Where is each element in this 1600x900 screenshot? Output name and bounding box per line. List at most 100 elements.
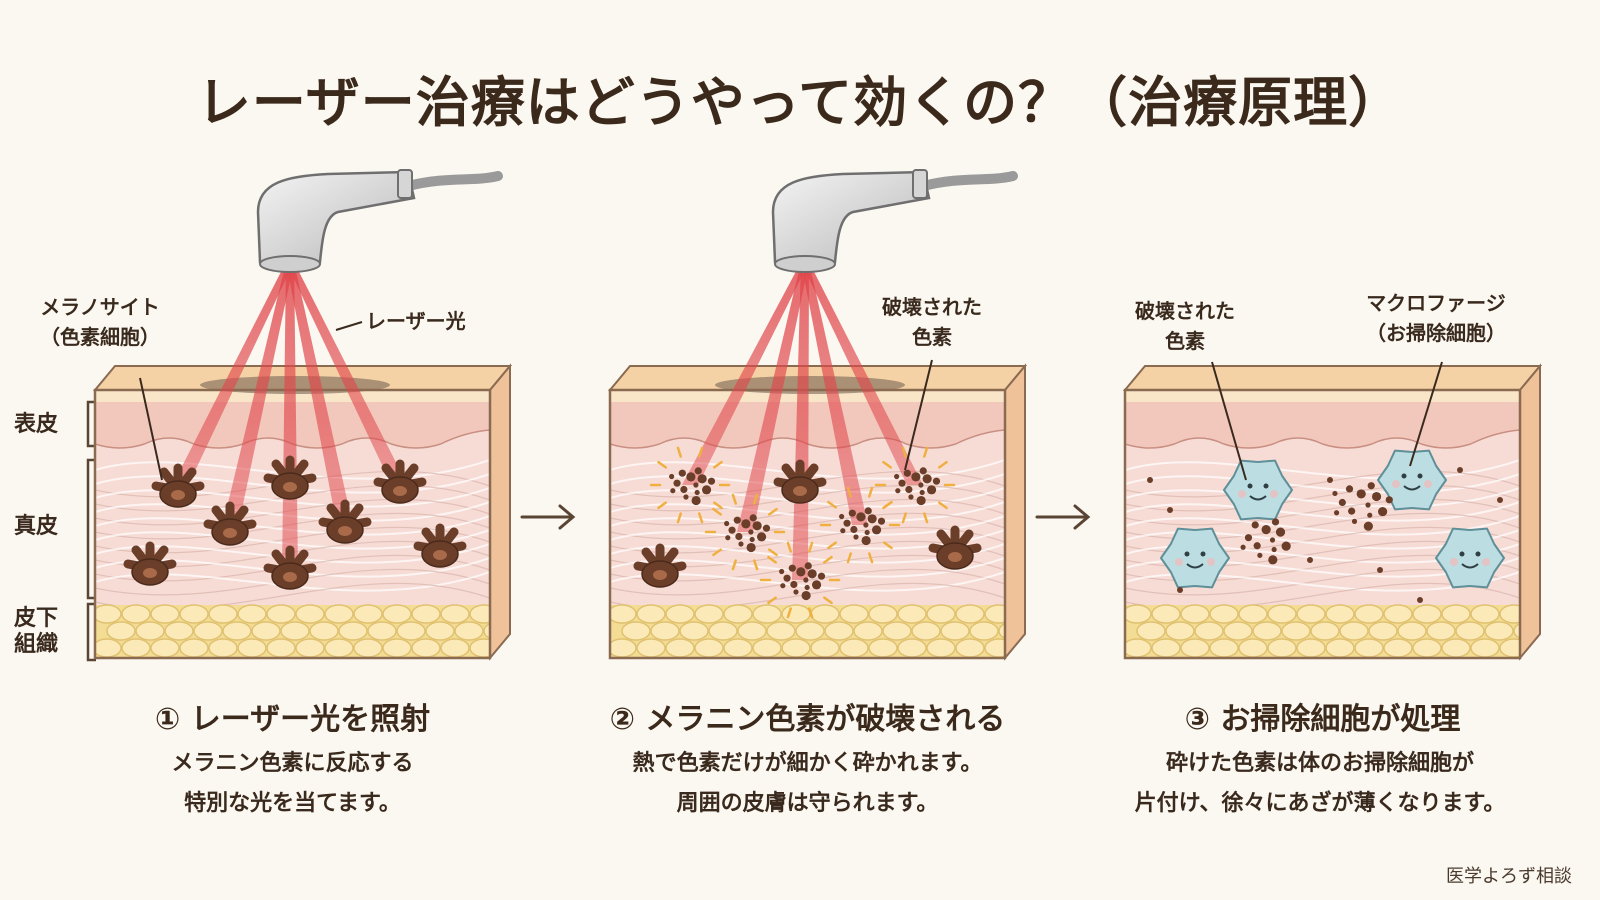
pigment-fragment bbox=[895, 488, 901, 494]
pigment-fragment bbox=[919, 467, 927, 475]
heat-spark bbox=[698, 446, 704, 458]
pigment-fragment bbox=[867, 514, 877, 524]
pigment-fragment bbox=[1377, 567, 1383, 573]
pigment-fragment bbox=[807, 569, 817, 579]
collagen-fiber bbox=[610, 498, 1005, 526]
pigment-fragment bbox=[850, 525, 858, 534]
pigment-fragment bbox=[1167, 507, 1173, 513]
fat-cell bbox=[382, 638, 412, 658]
fat-cell bbox=[1151, 638, 1181, 658]
skin-side-face bbox=[1004, 363, 1026, 661]
fat-cell bbox=[411, 638, 441, 658]
heat-spark bbox=[808, 541, 814, 553]
fat-cell bbox=[723, 604, 753, 624]
collagen-fiber bbox=[610, 501, 1005, 522]
pigment-fragment bbox=[1333, 510, 1340, 516]
fat-cell bbox=[1368, 621, 1398, 641]
pigment-fragment bbox=[735, 532, 743, 541]
pigment-fragment bbox=[1417, 597, 1423, 603]
pigment-fragment bbox=[843, 519, 851, 527]
fat-cell bbox=[752, 638, 782, 658]
pigment-fragment bbox=[752, 521, 762, 531]
pigment-fragment bbox=[694, 467, 702, 475]
fat-cell bbox=[926, 638, 956, 658]
footer-credit: 医学よろず相談 bbox=[1446, 866, 1572, 887]
melanocyte bbox=[263, 455, 317, 500]
step-title-1: ① レーザー光を照射 bbox=[154, 702, 431, 737]
heat-spark bbox=[698, 512, 704, 524]
fat-cell bbox=[636, 638, 666, 658]
fat-cell bbox=[610, 604, 637, 624]
heat-spark bbox=[823, 555, 833, 564]
label-laser-light: レーザー光 bbox=[366, 309, 466, 333]
pigment-fragment bbox=[686, 472, 696, 482]
pigment-fragment bbox=[748, 529, 754, 535]
step-desc-1-line-2: 特別な光を当てます。 bbox=[184, 791, 401, 816]
label-destroyed-pigment-3: 破壊された 色素 bbox=[1135, 299, 1235, 353]
pigment-fragment bbox=[738, 541, 744, 547]
collagen-fiber bbox=[1125, 498, 1520, 526]
heat-spark bbox=[768, 507, 778, 516]
fat-cell bbox=[280, 621, 310, 641]
layer-brackets bbox=[86, 400, 96, 662]
pointer-lines bbox=[139, 321, 1443, 481]
pigment-fragment bbox=[749, 514, 757, 522]
fat-cell bbox=[1354, 604, 1384, 624]
pigment-fragment bbox=[861, 535, 871, 546]
pigment-fragment bbox=[793, 589, 799, 595]
label-epidermis: 表皮 bbox=[14, 412, 59, 437]
heat-spark bbox=[786, 541, 792, 553]
pigment-fragment bbox=[926, 485, 937, 495]
heat-spark bbox=[768, 548, 778, 557]
heat-spark bbox=[846, 552, 852, 564]
fat-cell bbox=[95, 638, 122, 658]
pigment-fragment bbox=[741, 519, 751, 529]
fat-cell bbox=[179, 638, 209, 658]
heat-spark bbox=[901, 512, 907, 524]
laser-handpiece-1 bbox=[256, 169, 503, 273]
heat-spark bbox=[823, 596, 833, 605]
heat-spark bbox=[827, 541, 837, 550]
pigment-fragment bbox=[853, 534, 859, 540]
fat-cell bbox=[926, 604, 956, 624]
fat-cell bbox=[824, 621, 854, 641]
pigment-fragment bbox=[803, 577, 809, 583]
heat-spark bbox=[846, 486, 852, 498]
step-title-2: ② メラニン色素が破壊される bbox=[609, 702, 1006, 737]
fat-cell bbox=[121, 638, 151, 658]
fat-cell bbox=[1165, 621, 1195, 641]
heat-spark bbox=[882, 501, 892, 510]
heat-spark bbox=[713, 460, 723, 469]
pigment-fragment bbox=[1497, 497, 1503, 503]
skin-outline bbox=[1123, 388, 1522, 660]
pigment-fragment bbox=[1275, 527, 1286, 537]
pigment-fragment bbox=[919, 489, 925, 496]
step-arrow-2 bbox=[1035, 504, 1091, 530]
pigment-fragment bbox=[762, 524, 771, 532]
pigment-fragment bbox=[1332, 490, 1338, 497]
pigment-fragment bbox=[1457, 467, 1463, 473]
fat-cell bbox=[868, 638, 898, 658]
fat-cell bbox=[1426, 621, 1456, 641]
laser-cable bbox=[918, 171, 1018, 191]
fat-cell bbox=[106, 621, 136, 641]
fat-cell bbox=[665, 604, 695, 624]
macrophage bbox=[1377, 449, 1447, 511]
pigment-fragment bbox=[1367, 512, 1373, 518]
heat-spark bbox=[767, 555, 777, 564]
pigment-fragment bbox=[746, 542, 756, 553]
heat-spark bbox=[786, 607, 792, 619]
fat-cell bbox=[1397, 621, 1427, 641]
collagen-fiber bbox=[1125, 484, 1520, 512]
fat-cell bbox=[1455, 621, 1485, 641]
pigment-fragment bbox=[1244, 534, 1253, 542]
fat-cell bbox=[382, 604, 412, 624]
fat-cell bbox=[1470, 604, 1500, 624]
skin-side-face bbox=[489, 363, 511, 661]
label-melanocyte: メラノサイト （色素細胞） bbox=[40, 295, 160, 349]
fat-cell bbox=[737, 621, 767, 641]
laser-beam bbox=[737, 262, 809, 532]
melanocyte bbox=[773, 459, 827, 504]
fat-cell bbox=[1252, 621, 1282, 641]
fat-cell bbox=[367, 621, 397, 641]
